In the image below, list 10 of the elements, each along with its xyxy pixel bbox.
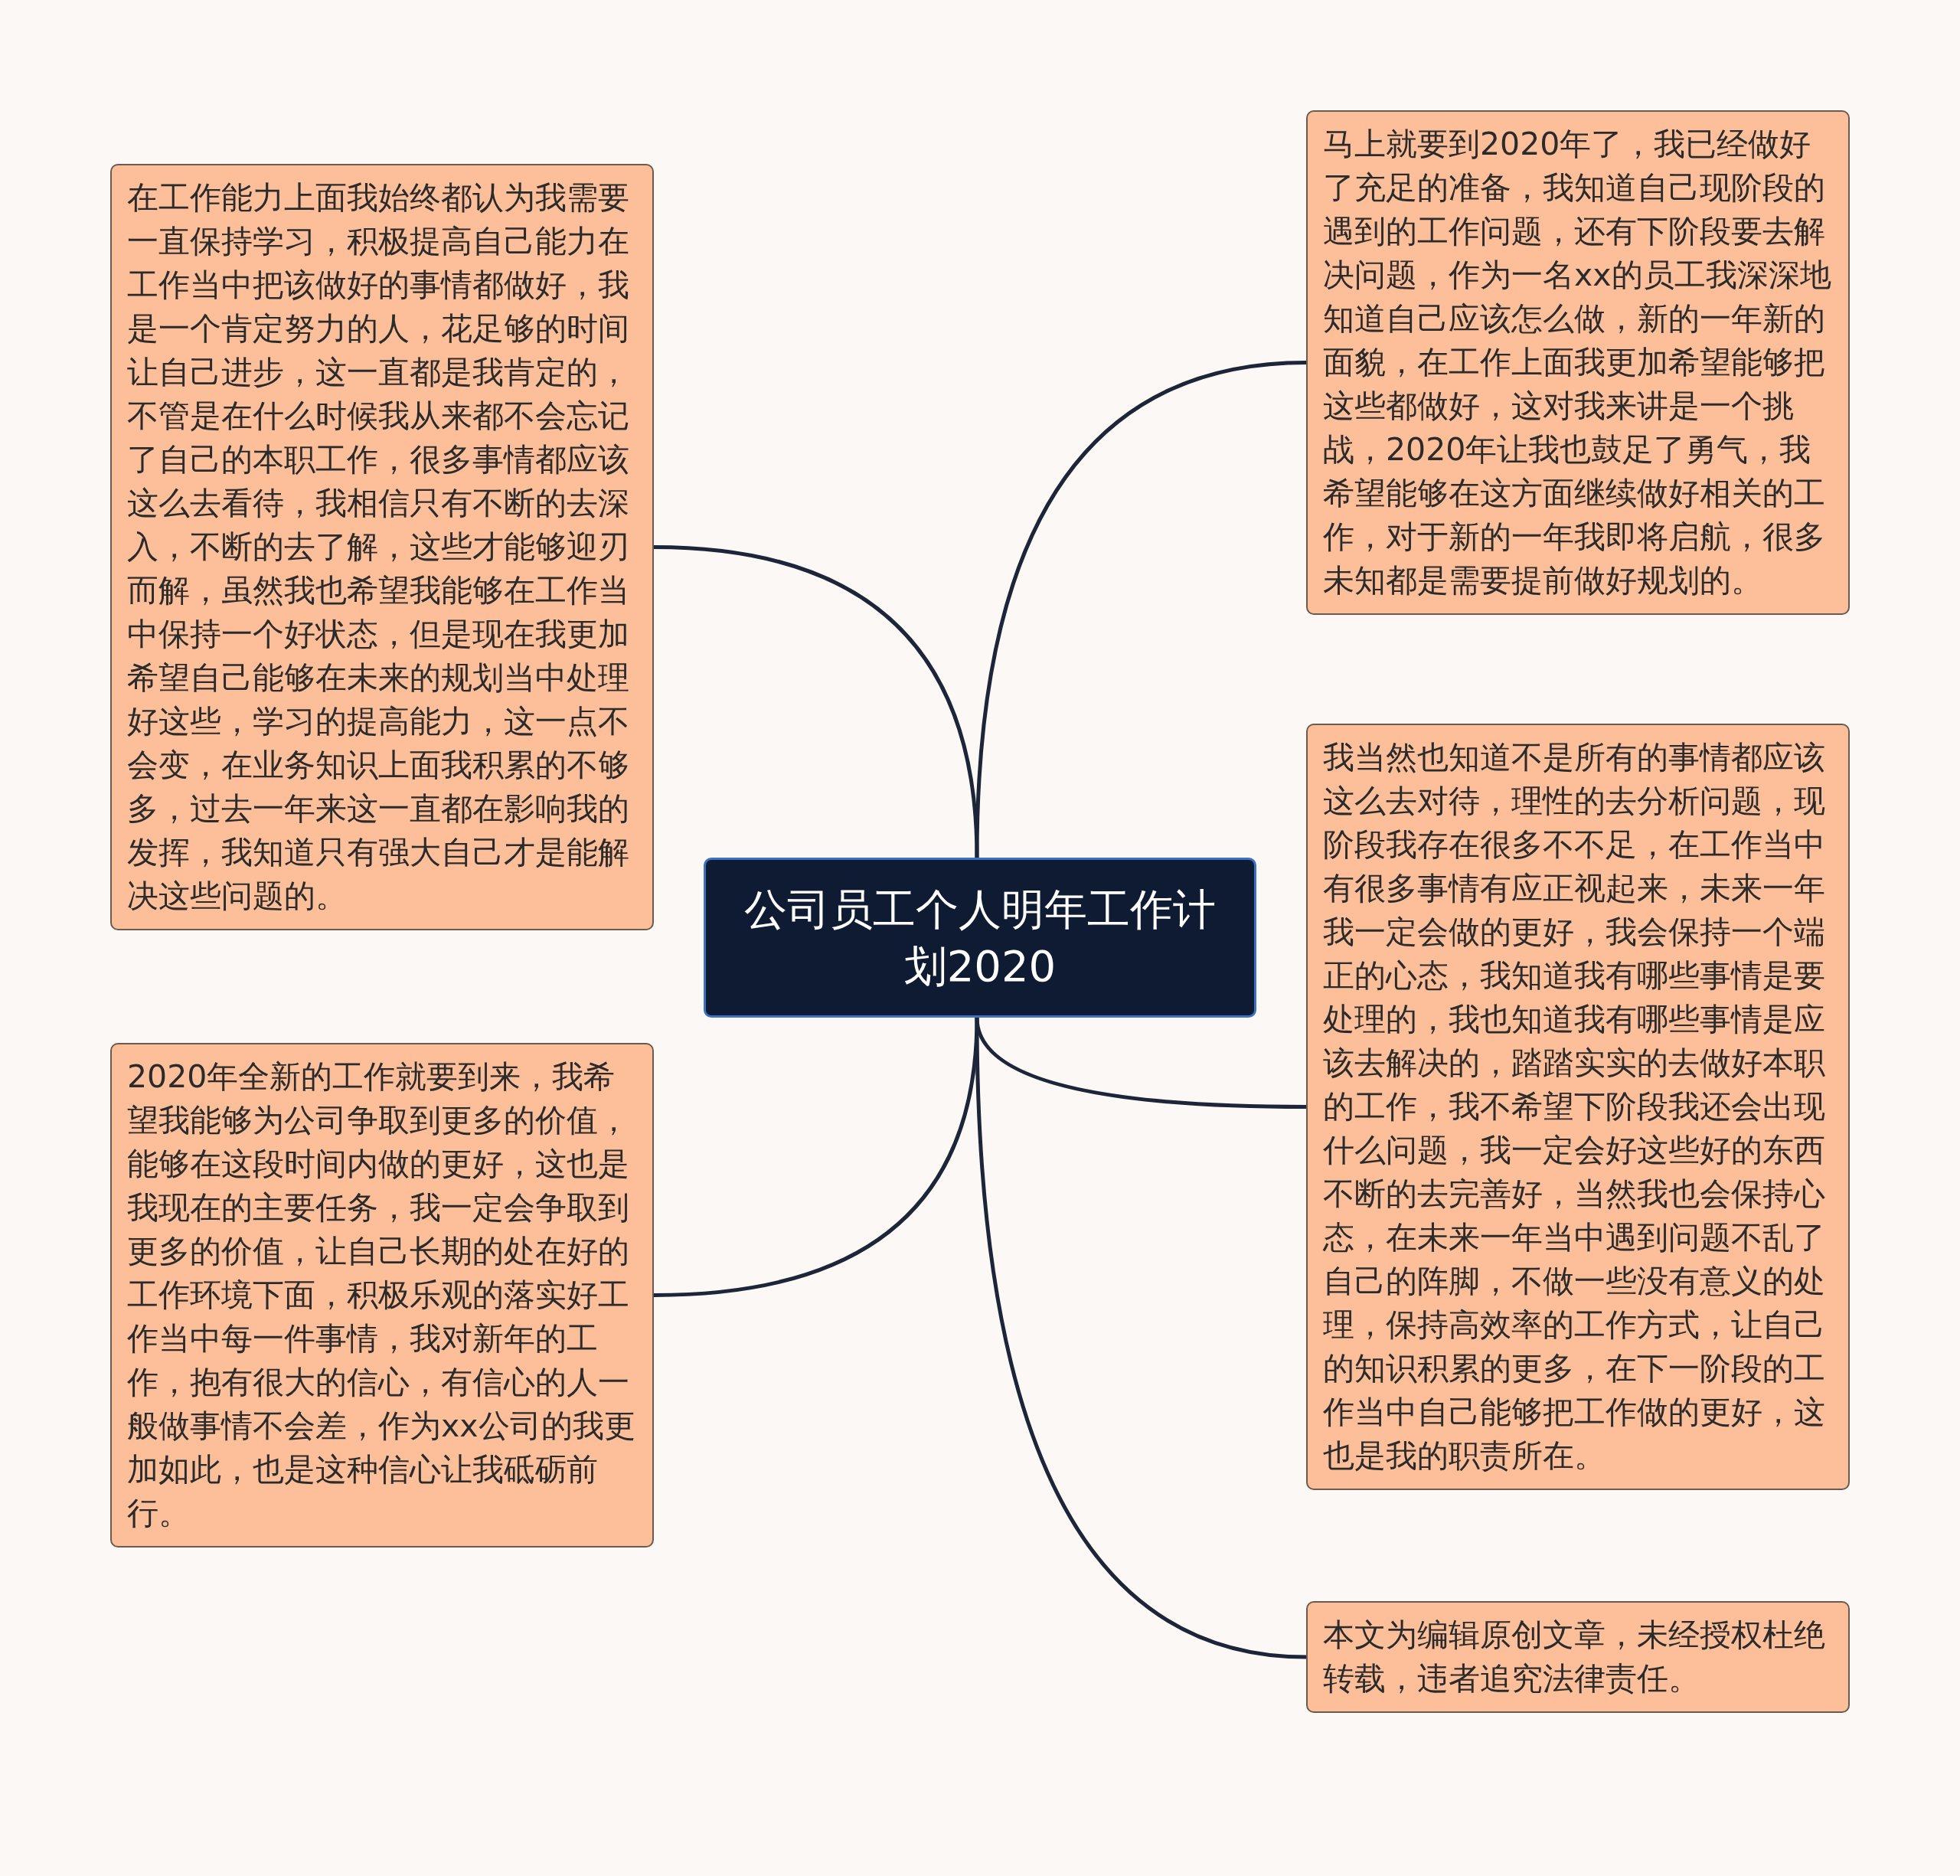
topic-text: 本文为编辑原创文章，未经授权杜绝转载，违者追究法律责任。 xyxy=(1323,1616,1826,1698)
central-topic-text: 公司员工个人明年工作计划2020 xyxy=(743,883,1217,992)
topic-text: 2020年全新的工作就要到来，我希望我能够为公司争取到更多的价值，能够在这段时间内做的更好，这也是我现在的主要任务，我一定会争取到更多的价值，让自己长期的处在好的工作环境下面，积极乐观的落实好工作当中每一件事情，我对新年的工作，抱有很大的信心，有信心的人一般做事情不会差，作为xx公司的我更加如此，也是这种信心让我砥砺前行。 xyxy=(127,1057,636,1533)
topic-text: 我当然也知道不是所有的事情都应该这么去对待，理性的去分析问题，现阶段我存在很多不不足，在工作当中有很多事情有应正视起来，未来一年我一定会做的更好，我会保持一个端正的心态，我知道我有哪些事情是要处理的，我也知道我有哪些事情是应该去解决的，踏踏实实的去做好本职的工作，我不希望下阶段我还会出现什么问题，我一定会好这些好的东西不断的去完善好，当然我也会保持心态，在未来一年当中遇到问题不乱了自己的阵脚，不做一些没有意义的处理，保持高效率的工作方式，让自己的知识积累的更多，在下一阶段的工作当中自己能够把工作做的更好，这也是我的职责所在。 xyxy=(1323,738,1826,1476)
topic-text: 马上就要到2020年了，我已经做好了充足的准备，我知道自己现阶段的遇到的工作问题，还有下阶段要去解决问题，作为一名xx的员工我深深地知道自己应该怎么做，新的一年新的面貌，在工作上面我更加希望能够把这些都做好，这对我来讲是一个挑战，2020年让我也鼓足了勇气，我希望能够在这方面继续做好相关的工作，对于新的一年我即将启航，很多未知都是需要提前做好规划的。 xyxy=(1323,125,1832,600)
connector-line xyxy=(975,361,1307,858)
topic-text: 在工作能力上面我始终都认为我需要一直保持学习，积极提高自己能力在工作当中把该做好的事情都做好，我是一个肯定努力的人，花足够的时间让自己进步，这一直都是我肯定的，不管是在什么时候我从来都不会忘记了自己的本职工作，很多事情都应该这么去看待，我相信只有不断的去深入，不断的去了解，这些才能够迎刃而解，虽然我也希望我能够在工作当中保持一个好状态，但是现在我更加希望自己能够在未来的规划当中处理好这些，学习的提高能力，这一点不会变，在业务知识上面我积累的不够多，过去一年来这一直都在影响我的发挥，我知道只有强大自己才是能解决这些问题的。 xyxy=(127,178,630,916)
central-topic-box xyxy=(704,858,1256,1018)
connector-line xyxy=(975,1017,1307,1659)
topic-box xyxy=(1306,1601,1850,1713)
